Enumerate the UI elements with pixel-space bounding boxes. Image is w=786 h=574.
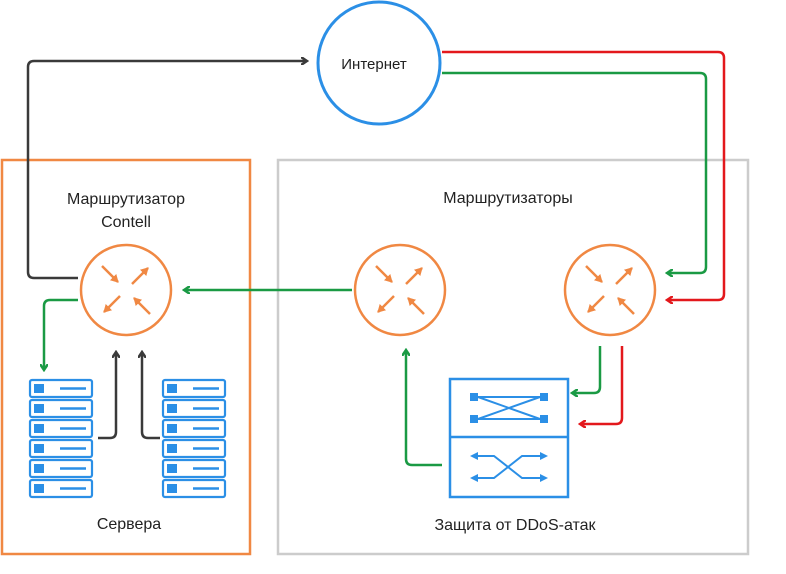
router-icon (355, 245, 445, 335)
ddos-switch-icon (448, 377, 570, 499)
router-icon (565, 245, 655, 335)
internet-label: Интернет (341, 56, 407, 73)
link-internet-to-router-red (442, 50, 726, 300)
servers-label: Сервера (97, 516, 161, 533)
link-contell-to-servers-green (44, 298, 78, 370)
server-rack-icon (30, 380, 92, 497)
link-servers-right-to-contell (142, 352, 160, 440)
routers-label: Маршрутизаторы (443, 190, 572, 207)
contell-router-label-line1: Маршрутизатор (67, 191, 185, 208)
router-icon (81, 245, 171, 335)
link-router-to-ddos-green (572, 346, 602, 393)
server-rack-icon (163, 380, 225, 497)
internet-node (316, 0, 442, 126)
ddos-label: Защита от DDoS-атак (434, 517, 596, 534)
contell-router-label-line2: Contell (101, 214, 151, 231)
routers-zone-box (276, 158, 750, 556)
link-contell-to-internet (26, 61, 307, 280)
link-internet-to-router-green (442, 71, 708, 273)
link-servers-left-to-contell (98, 352, 116, 440)
contell-zone-box (0, 158, 252, 556)
link-ddos-to-router-green (406, 350, 442, 467)
link-router-to-ddos-red (580, 346, 624, 424)
